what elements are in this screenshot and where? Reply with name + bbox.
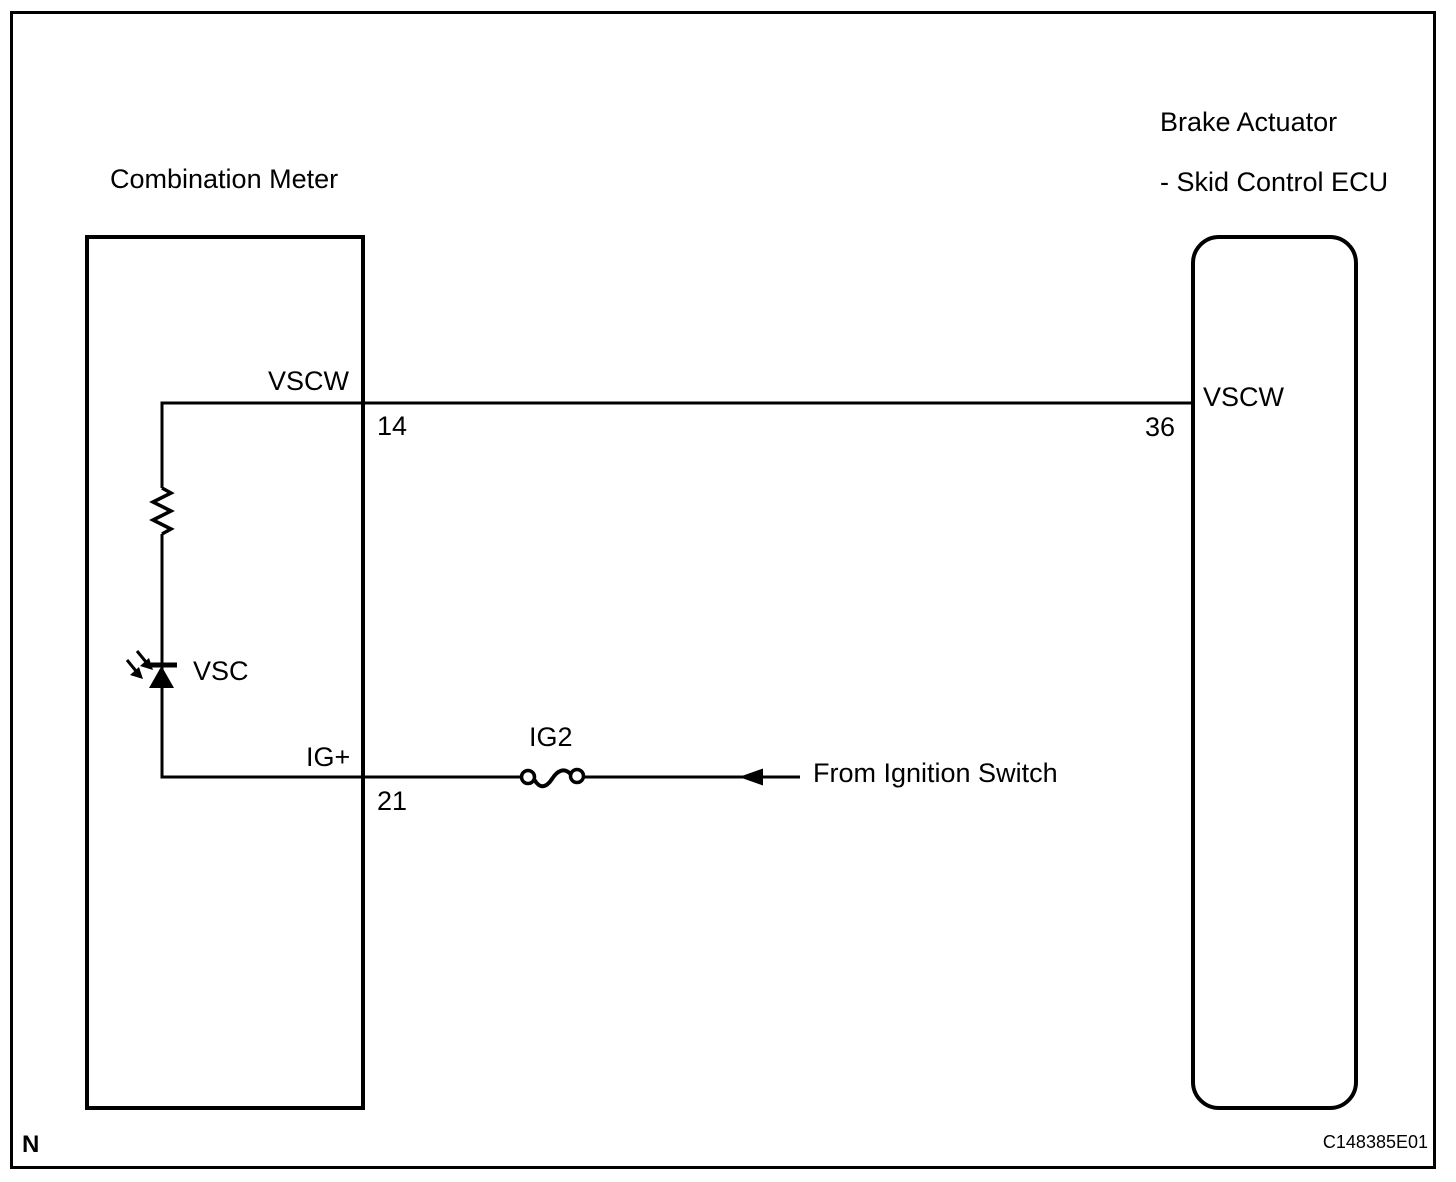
brake-actuator-title-line2: - Skid Control ECU [1160, 167, 1389, 197]
vsc-indicator-label: VSC [193, 656, 249, 686]
pin-number-14: 14 [377, 411, 408, 441]
pin-number-21: 21 [377, 786, 408, 816]
light-emission-arrow-icon [125, 659, 143, 679]
vscw-wire [160, 401, 1193, 488]
from-ignition-switch-label: From Ignition Switch [813, 758, 1058, 788]
fuse-label-ig2: IG2 [529, 722, 573, 752]
fuse-terminal-left-icon [519, 768, 537, 786]
fuse-terminal-right-icon [568, 767, 586, 785]
fuse-symbol [519, 767, 586, 789]
fuse-element-icon [532, 768, 573, 789]
combination-meter-box [85, 235, 365, 1110]
light-emission-arrow-icon [135, 650, 153, 670]
skid-control-ecu-box [1191, 235, 1358, 1110]
pin-signal-vscw-right: VSCW [1203, 382, 1284, 412]
meter-internal-wire [160, 534, 521, 779]
page-marker: N [22, 1131, 40, 1158]
brake-actuator-title-line1: Brake Actuator [1160, 107, 1338, 137]
pin-number-36: 36 [1145, 412, 1176, 442]
pin-signal-vscw-left: VSCW [268, 366, 349, 396]
led-indicator-symbol [125, 650, 177, 688]
page-border [10, 11, 1436, 1169]
flow-direction-arrow-icon [739, 768, 763, 786]
combination-meter-title: Combination Meter [110, 164, 339, 194]
led-triangle-icon [149, 666, 174, 688]
pin-signal-ig-plus: IG+ [306, 742, 351, 772]
figure-code: C148385E01 [1322, 1132, 1428, 1152]
resistor-symbol [149, 486, 175, 536]
